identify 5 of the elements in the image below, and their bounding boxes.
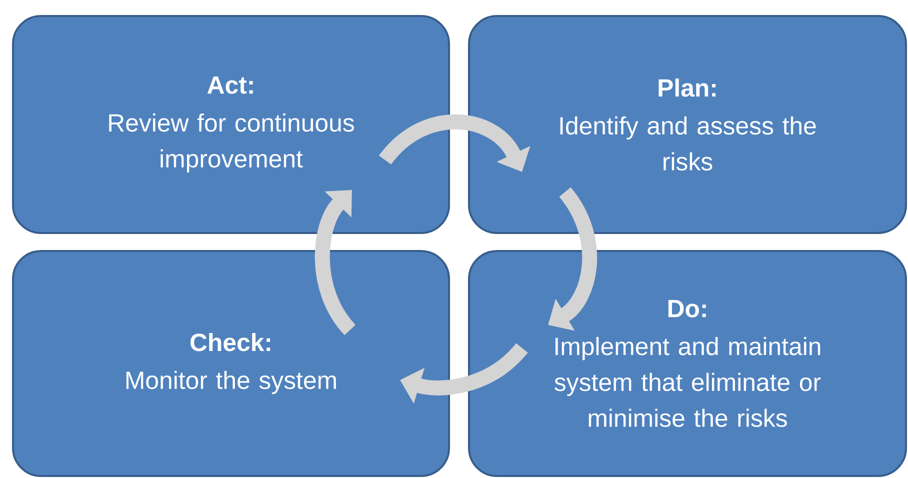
- curved-arrow: [314, 190, 356, 335]
- process-box: Act: Review for continuous improvement: [12, 15, 450, 234]
- process-box: Do: Implement and maintain system that eliminate or minimise the risks: [468, 250, 907, 477]
- process-box: Plan: Identify and assess the risks: [468, 15, 907, 234]
- process-box: Check: Monitor the system: [12, 250, 450, 477]
